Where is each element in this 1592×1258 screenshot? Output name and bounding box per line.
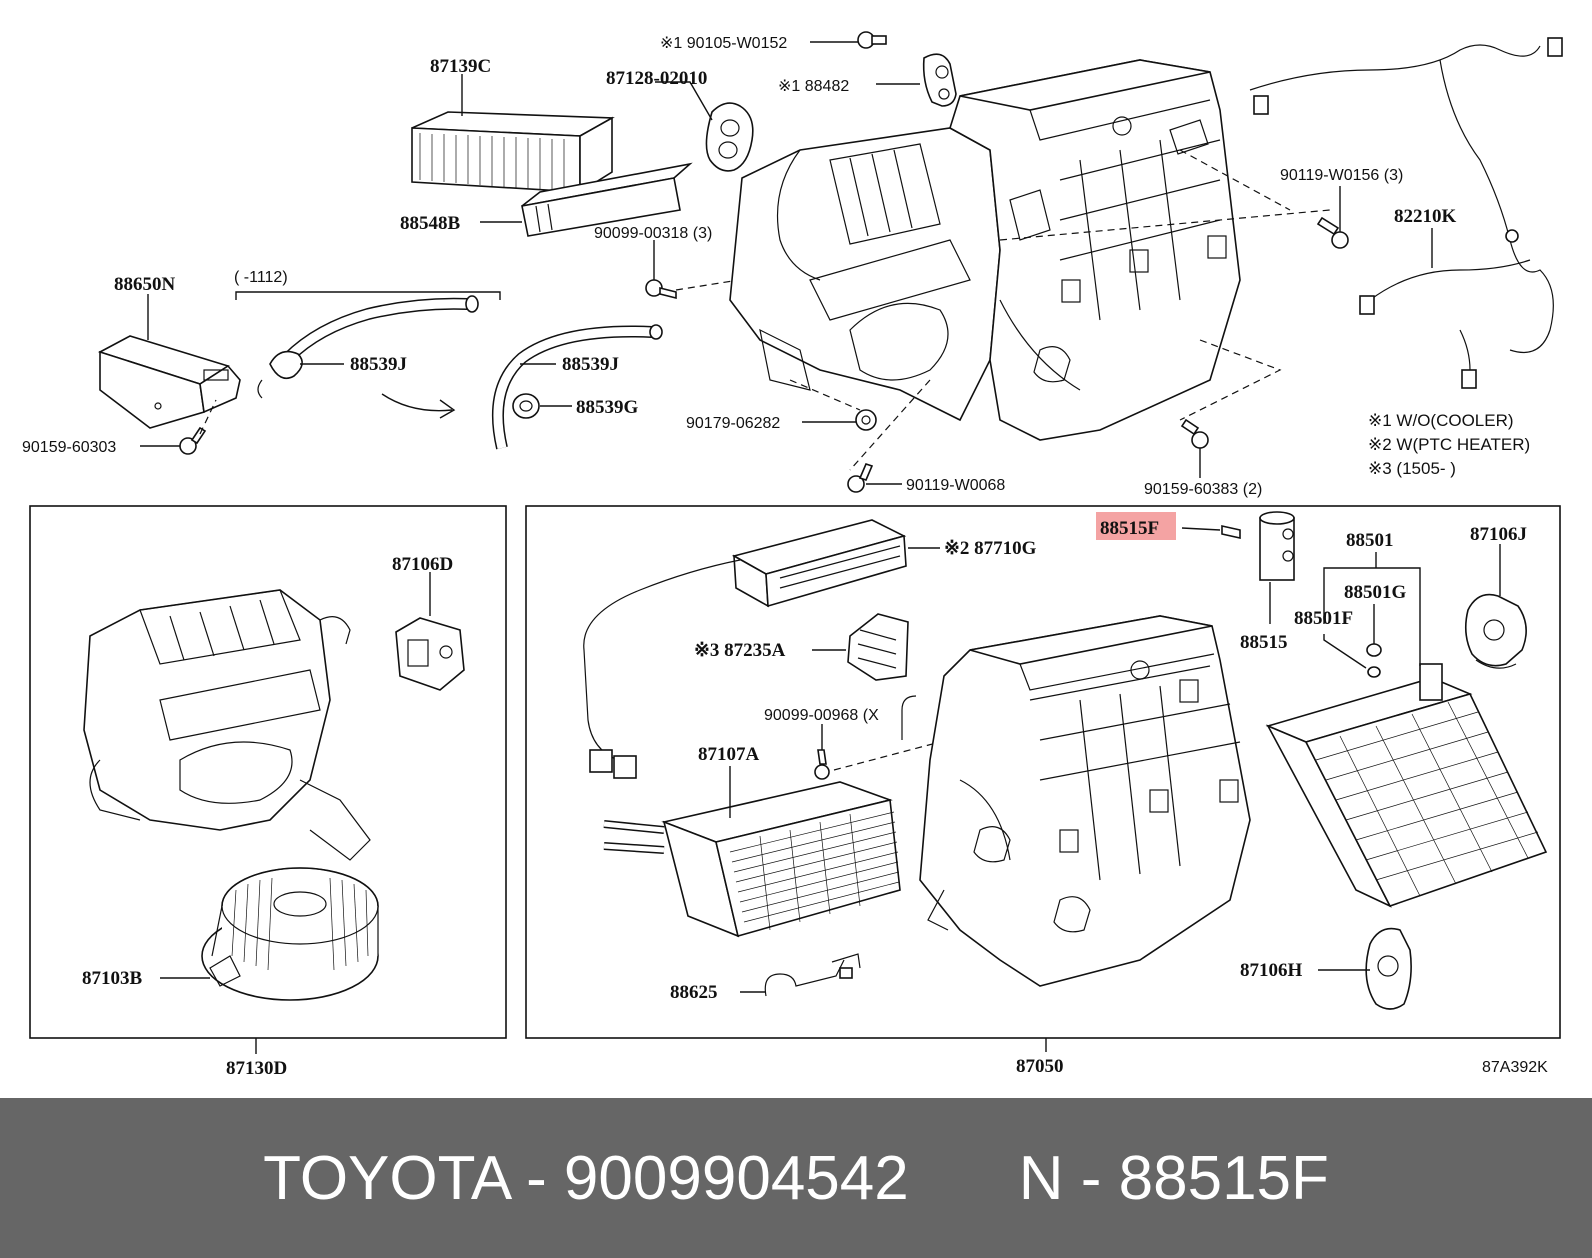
range-bracket: [235, 291, 501, 300]
label-87130d[interactable]: 87130D: [226, 1058, 287, 1079]
label-87710g[interactable]: ※2 87710G: [944, 538, 1037, 559]
note-1: ※1 W/O(COOLER): [1368, 411, 1514, 430]
sensor-88625-part[interactable]: [764, 953, 861, 997]
screw-90099-00968-part[interactable]: [814, 749, 830, 780]
hvac-unit-top[interactable]: [729, 59, 1241, 441]
note-2: ※2 W(PTC HEATER): [1368, 435, 1530, 454]
actuator-87106d-part[interactable]: [395, 617, 465, 691]
label-90119-w0156[interactable]: 90119-W0156 (3): [1280, 167, 1403, 184]
screw-90099-00318-part[interactable]: [645, 279, 677, 300]
label-88501f[interactable]: 88501F: [1294, 608, 1353, 629]
label-90159-60303[interactable]: 90159-60303: [22, 439, 116, 456]
hose-88539j-a-part[interactable]: [257, 295, 479, 399]
screw-90159-60383-part[interactable]: [1180, 418, 1209, 449]
diagram-code: 87A392K: [1482, 1059, 1548, 1076]
dash-90159-60383: [1179, 339, 1282, 421]
footer-bar: TOYOTA - 9009904542 N - 88515F: [0, 1098, 1592, 1258]
expansion-valve-part[interactable]: [1259, 511, 1295, 581]
label-87139c[interactable]: 87139C: [430, 56, 491, 77]
label-88515f[interactable]: 88515F: [1100, 518, 1159, 539]
leader-88501-bracket: [1323, 567, 1421, 666]
label-82210k[interactable]: 82210K: [1394, 206, 1457, 227]
label-range-1112: ( -1112): [234, 269, 288, 286]
label-88650n[interactable]: 88650N: [114, 274, 176, 295]
label-88515[interactable]: 88515: [1240, 632, 1288, 653]
note-3: ※3 (1505- ): [1368, 459, 1456, 478]
dash-90119-w0068: [849, 379, 931, 471]
label-90099-00968[interactable]: 90099-00968 (X: [764, 707, 879, 724]
nut-90179-part[interactable]: [855, 409, 877, 431]
label-87103b[interactable]: 87103B: [82, 968, 143, 989]
label-87050[interactable]: 87050: [1016, 1056, 1064, 1077]
label-88539j-a[interactable]: 88539J: [350, 354, 407, 375]
leader-87128: [655, 81, 713, 121]
bolt-90105-part[interactable]: [857, 31, 887, 49]
label-88501g[interactable]: 88501G: [1344, 582, 1407, 603]
leader-88501f: [1323, 634, 1367, 669]
screw-88515f-part[interactable]: [1181, 525, 1241, 539]
hose-88539j-b-part[interactable]: [491, 324, 663, 450]
label-90159-60383[interactable]: 90159-60383 (2): [1144, 481, 1262, 498]
label-88539j-b[interactable]: 88539J: [562, 354, 619, 375]
footer-ref-code: N - 88515F: [1018, 1143, 1329, 1213]
highlight-88515f: [1096, 512, 1176, 540]
label-88539g[interactable]: 88539G: [576, 397, 639, 418]
label-87106j[interactable]: 87106J: [1470, 524, 1527, 545]
diagram-canvas: 87139C 88548B 87128-02010 ※1 90105-W0152…: [22, 31, 1563, 1079]
grommet-part[interactable]: [705, 102, 754, 172]
o-ring-88501f-part[interactable]: [1367, 666, 1381, 678]
label-88625[interactable]: 88625: [670, 982, 718, 1003]
label-88501[interactable]: 88501: [1346, 530, 1394, 551]
evaporator-part[interactable]: [1265, 663, 1548, 908]
change-arrow-head: [439, 399, 456, 419]
actuator-87106j-part[interactable]: [1464, 593, 1527, 669]
footer-part-number: TOYOTA - 9009904542: [263, 1143, 909, 1213]
label-87106d[interactable]: 87106D: [392, 554, 453, 575]
heater-core-part[interactable]: [603, 781, 901, 938]
dash-unit-right: [999, 209, 1331, 241]
parts-diagram: 87139C 88548B 87128-02010 ※1 90105-W0152…: [22, 31, 1563, 1079]
actuator-87106h-part[interactable]: [1365, 927, 1412, 1010]
part-87235a-part[interactable]: [847, 613, 909, 681]
grommet-88539g-part[interactable]: [512, 393, 540, 419]
label-90119-w0068[interactable]: 90119-W0068: [906, 477, 1005, 494]
bracket-88482-part[interactable]: [922, 53, 957, 107]
label-90105-w0152[interactable]: ※1 90105-W0152: [660, 35, 787, 52]
label-87107a[interactable]: 87107A: [698, 744, 760, 765]
dash-90179: [789, 379, 861, 411]
label-88548b[interactable]: 88548B: [400, 213, 461, 234]
blower-motor-part[interactable]: [201, 867, 379, 1001]
dash-90159-60303: [199, 399, 217, 435]
label-87235a[interactable]: ※3 87235A: [694, 640, 786, 661]
label-87106h[interactable]: 87106H: [1240, 960, 1303, 981]
label-90099-00318[interactable]: 90099-00318 (3): [594, 225, 712, 242]
screw-90119-w0156-part[interactable]: [1316, 216, 1349, 249]
module-88650n-part[interactable]: [97, 335, 241, 429]
label-87128-02010[interactable]: 87128-02010: [606, 68, 707, 89]
o-ring-88501g-part[interactable]: [1366, 643, 1382, 657]
cabin-filter-part[interactable]: [411, 111, 615, 194]
screw-90119-w0068-part[interactable]: [847, 463, 874, 493]
label-88482[interactable]: ※1 88482: [778, 78, 849, 95]
dash-90119-w0156: [1179, 149, 1291, 211]
hvac-unit-main[interactable]: [901, 615, 1251, 987]
change-arrow: [381, 393, 453, 412]
frame-87130d: [29, 505, 507, 1039]
blower-case-part[interactable]: [83, 589, 371, 861]
frame-87050: [525, 505, 1561, 1039]
dash-90099-00968: [833, 741, 941, 771]
wire-harness-part[interactable]: [1249, 37, 1563, 389]
ptc-heater-part[interactable]: [583, 519, 907, 779]
filter-cover-part[interactable]: [521, 162, 693, 237]
label-90179-06282[interactable]: 90179-06282: [686, 415, 780, 432]
